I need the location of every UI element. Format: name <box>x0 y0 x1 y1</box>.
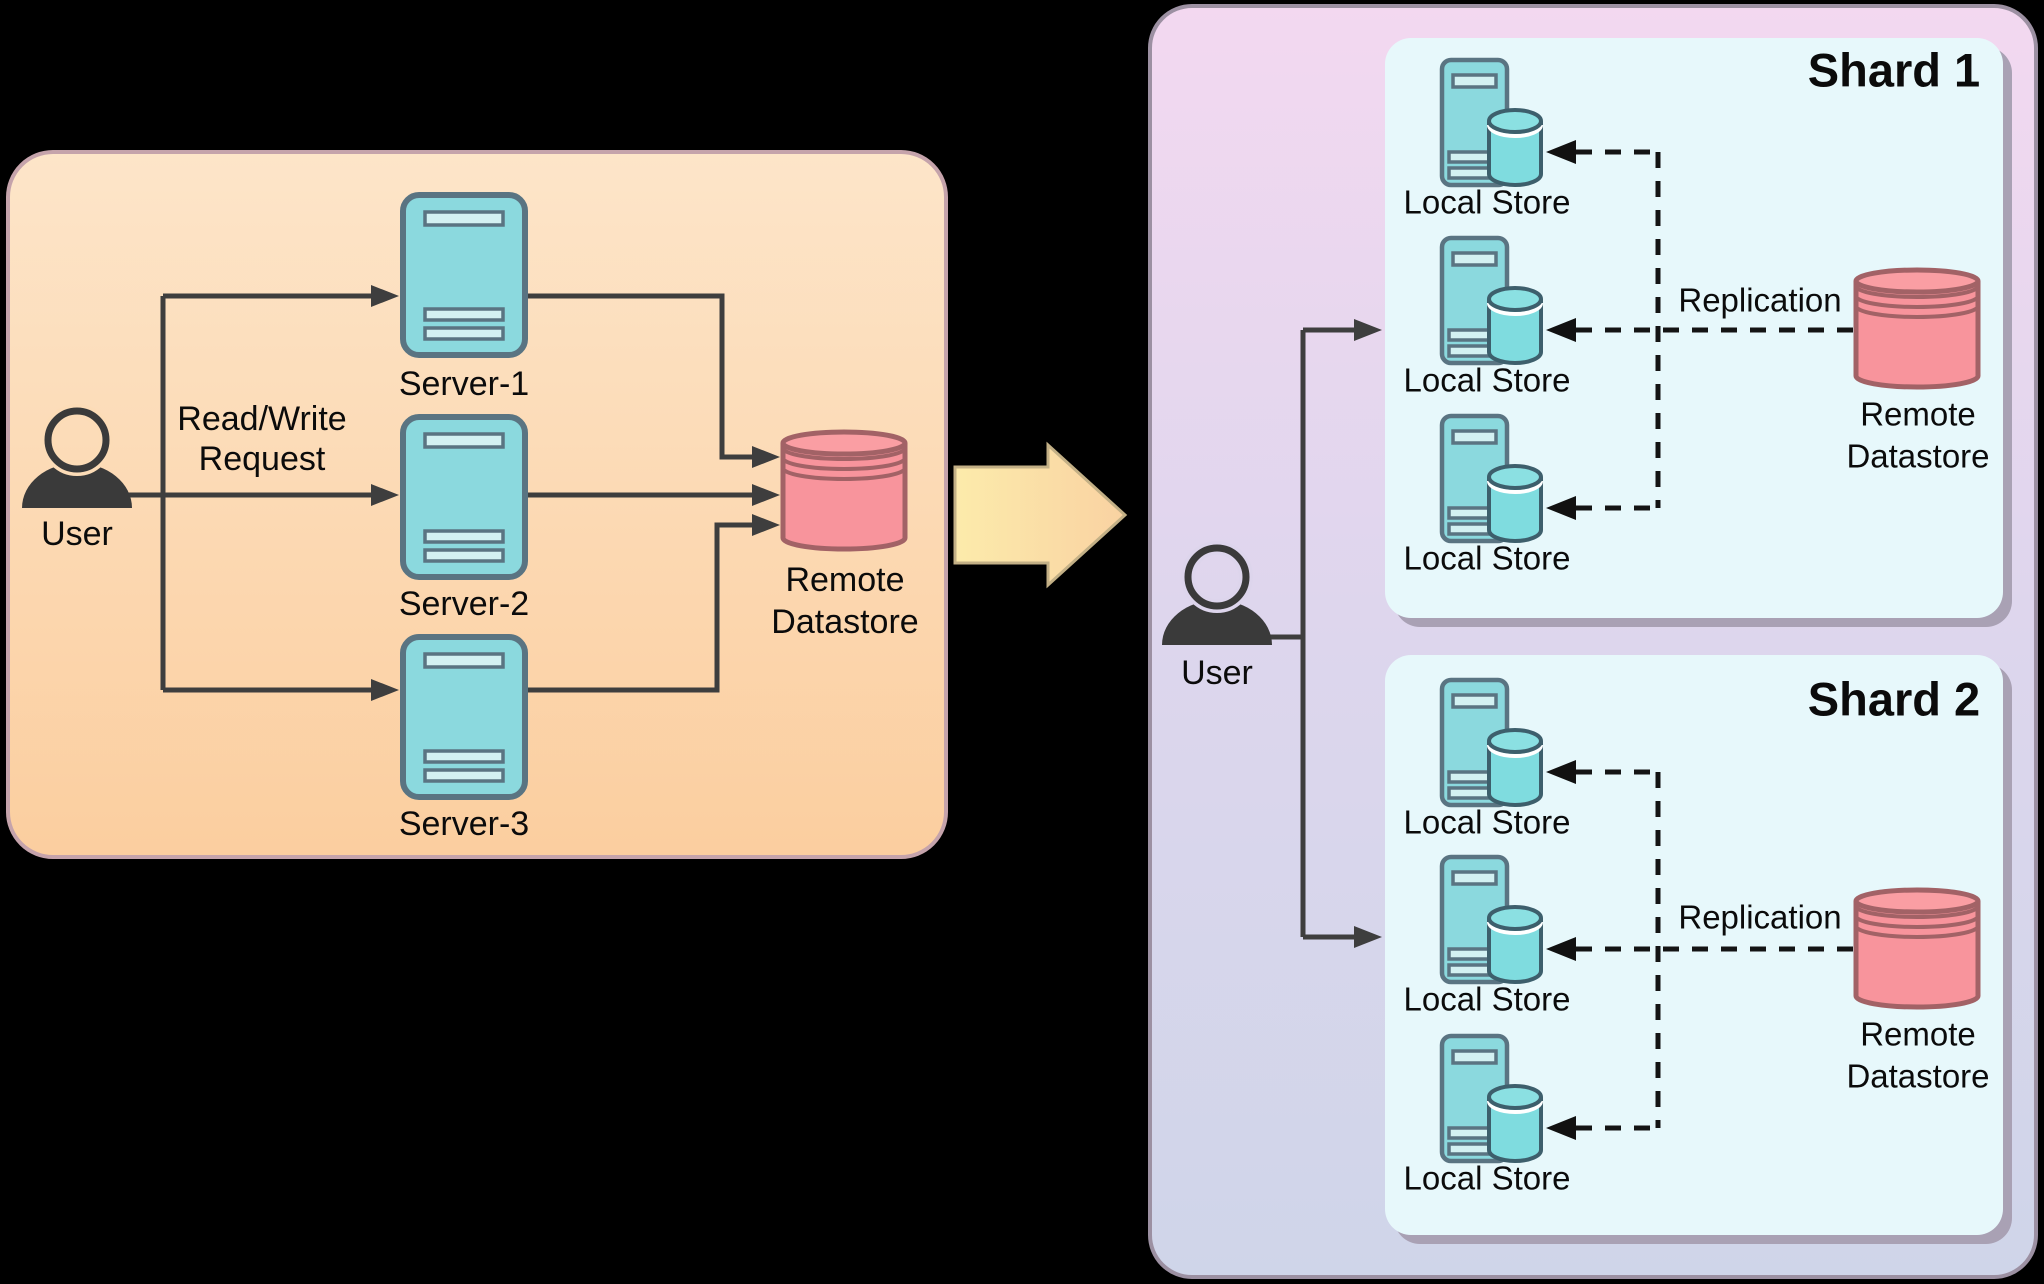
remote-datastore-label-line1: Remote <box>1860 1016 1976 1053</box>
replication-arrows <box>1546 140 1853 520</box>
arrowhead-store2 <box>1546 937 1576 961</box>
arrowhead-datastore-2 <box>752 484 780 506</box>
local-store-label: Local Store <box>1404 981 1571 1018</box>
server-3-icon <box>403 637 525 797</box>
shard-2-title: Shard 2 <box>1808 673 1980 726</box>
arrowhead-store1 <box>1546 760 1576 784</box>
arrowhead-datastore-3 <box>752 514 780 536</box>
sharded-panel: User Shard 1 Local Store Local Store Loc… <box>1148 4 2038 1279</box>
server3-to-datastore-line <box>525 522 752 693</box>
arrowhead-server1 <box>371 285 399 307</box>
server-1-icon <box>403 195 525 355</box>
arrowhead-server2 <box>371 484 399 506</box>
request-label-line2: Request <box>199 440 326 478</box>
local-store-label: Local Store <box>1404 1160 1571 1197</box>
local-store-label: Local Store <box>1404 540 1571 577</box>
replication-label: Replication <box>1678 899 1841 936</box>
shard-1-box: Shard 1 Local Store Local Store Local St… <box>1385 38 2012 627</box>
request-arrows <box>95 285 399 701</box>
arrowhead-shard2 <box>1354 926 1382 948</box>
arrowhead-shard1 <box>1354 319 1382 341</box>
remote-datastore-label-line1: Remote <box>1860 396 1976 433</box>
arrowhead-store1 <box>1546 140 1576 164</box>
user-label: User <box>41 515 113 553</box>
remote-datastore-label-line2: Datastore <box>1846 1058 1989 1095</box>
arrowhead-datastore-1 <box>752 446 780 468</box>
remote-datastore-icon <box>783 432 905 549</box>
request-label-line1: Read/Write <box>177 400 346 438</box>
server-2-label: Server-2 <box>399 585 529 623</box>
server-to-datastore-arrows <box>525 293 780 693</box>
arrowhead-server3 <box>371 679 399 701</box>
arrowhead-store3 <box>1546 496 1576 520</box>
remote-datastore-label-line2: Datastore <box>1846 438 1989 475</box>
transition-arrow-icon <box>953 441 1128 589</box>
replication-label: Replication <box>1678 282 1841 319</box>
shard-routing-arrows <box>1245 319 1382 948</box>
server-1-label: Server-1 <box>399 365 529 403</box>
replication-arrows <box>1546 760 1853 1140</box>
user-label: User <box>1181 654 1253 692</box>
local-store-label: Local Store <box>1404 362 1571 399</box>
arrowhead-store3 <box>1546 1116 1576 1140</box>
local-store-label: Local Store <box>1404 804 1571 841</box>
shard-1-title: Shard 1 <box>1808 44 1980 97</box>
shard-2-box: Shard 2 Local Store Local Store Local St… <box>1385 655 2012 1244</box>
remote-datastore-icon <box>1856 890 1978 1007</box>
single-datastore-panel: User Read/Write Request Server-1 Server-… <box>6 150 948 859</box>
remote-datastore-icon <box>1856 270 1978 387</box>
server-3-label: Server-3 <box>399 805 529 843</box>
local-store-label: Local Store <box>1404 184 1571 221</box>
server-2-icon <box>403 417 525 577</box>
arrowhead-store2 <box>1546 318 1576 342</box>
remote-datastore-label-line1: Remote <box>785 561 904 599</box>
server1-to-datastore-line <box>525 293 752 460</box>
remote-datastore-label-line2: Datastore <box>771 603 918 641</box>
